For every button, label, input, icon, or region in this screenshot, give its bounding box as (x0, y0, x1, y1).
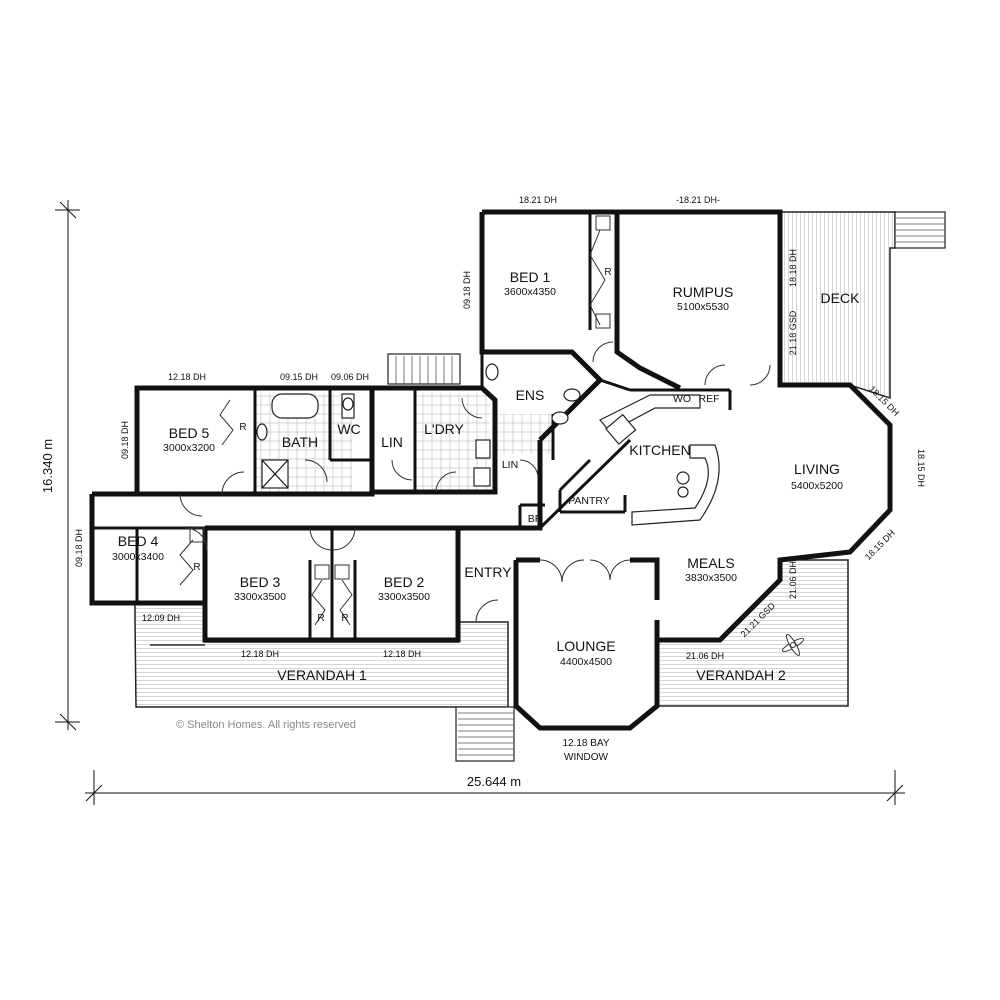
robe-label-bed2: R (341, 613, 348, 624)
robe-label-bed5: R (239, 422, 246, 433)
window-bath-top: 09.15 DH (280, 372, 318, 382)
rumpus-size: 5100x5530 (677, 301, 729, 313)
window-bed4-bottom: 12.09 DH (142, 613, 180, 623)
overall-depth-label: 16.340 m (40, 439, 55, 493)
meals-name: MEALS (687, 555, 734, 571)
bath-fixtures (256, 393, 355, 489)
verandah2-name: VERANDAH 2 (696, 667, 786, 683)
window-living-e: 18.15 DH (916, 449, 926, 487)
entry-name: ENTRY (464, 564, 512, 580)
window-bed5-left: 09.18 DH (120, 421, 130, 459)
window-bed3-bottom: 12.18 DH (241, 649, 279, 659)
living-size: 5400x5200 (791, 480, 843, 492)
overall-width-label: 25.644 m (467, 774, 521, 789)
ldry-name: L'DRY (424, 421, 464, 437)
ref-name: REF (699, 393, 720, 405)
robe-label-bed1: R (604, 267, 611, 278)
kitchen-counters (599, 394, 720, 526)
ceiling-fan-icon (782, 634, 804, 656)
window-wc-top: 09.06 DH (331, 372, 369, 382)
window-deck-upper: 18.18 DH (788, 249, 798, 287)
bed5-name: BED 5 (169, 425, 210, 441)
bed2-name: BED 2 (384, 574, 425, 590)
bed1-size: 3600x4350 (504, 286, 556, 298)
robe-fittings (179, 215, 611, 626)
window-deck-lower: 21.18 GSD (788, 310, 798, 355)
bay-window-label: 12.18 BAY WINDOW (562, 738, 609, 763)
bed4-name: BED 4 (118, 533, 159, 549)
bed5-size: 3000x3200 (163, 442, 215, 454)
living-name: LIVING (794, 461, 840, 477)
lin-name: LIN (381, 434, 403, 450)
bed4-size: 3000x3400 (112, 551, 164, 563)
window-meals-right: 21.06 DH (788, 561, 798, 599)
bath-name: BATH (282, 434, 318, 450)
window-bed4-left: 09.18 DH (74, 529, 84, 567)
robe-label-bed3: R (317, 613, 324, 624)
rumpus-name: RUMPUS (673, 284, 734, 300)
bed3-name: BED 3 (240, 574, 281, 590)
ensuite-fixtures (485, 363, 581, 425)
lounge-size: 4400x4500 (560, 656, 612, 668)
kitchen-name: KITCHEN (629, 442, 690, 458)
window-bed1-left: 09.18 DH (462, 271, 472, 309)
window-bed1-top: 18.21 DH (519, 195, 557, 205)
overall-width-dimension: 25.644 m (85, 770, 905, 805)
br-name: BR (528, 513, 543, 525)
laundry-fixtures (473, 439, 491, 487)
window-verandah2-top: 21.06 DH (686, 651, 724, 661)
bed1-name: BED 1 (510, 269, 551, 285)
lin2-name: LIN (502, 459, 518, 471)
window-bed2-bottom: 12.18 DH (383, 649, 421, 659)
wc-name: WC (337, 421, 360, 437)
lounge-name: LOUNGE (556, 638, 615, 654)
copyright-notice: © Shelton Homes. All rights reserved (176, 719, 356, 731)
pantry-name: PANTRY (568, 495, 610, 507)
window-rumpus-top: -18.21 DH- (676, 195, 720, 205)
robe-label-bed4: R (193, 562, 200, 573)
bed2-size: 3300x3500 (378, 591, 430, 603)
wo-name: WO (673, 393, 691, 405)
robe-labels: R R R R R (193, 267, 611, 624)
deck-stairs (894, 211, 946, 249)
door-swings (179, 341, 771, 623)
room-labels: BED 1 3600x4350 RUMPUS 5100x5530 DECK EN… (112, 269, 860, 683)
side-stairs (387, 353, 461, 385)
ens-name: ENS (516, 387, 545, 403)
bed3-size: 3300x3500 (234, 591, 286, 603)
verandah1-name: VERANDAH 1 (277, 667, 367, 683)
deck-name: DECK (821, 290, 861, 306)
bay-window-line1: 12.18 BAY (562, 738, 609, 749)
window-bed5-top: 12.18 DH (168, 372, 206, 382)
bay-window-line2: WINDOW (564, 752, 608, 763)
meals-size: 3830x3500 (685, 572, 737, 584)
overall-depth-dimension: 16.340 m (40, 200, 80, 731)
front-stairs (455, 706, 515, 762)
